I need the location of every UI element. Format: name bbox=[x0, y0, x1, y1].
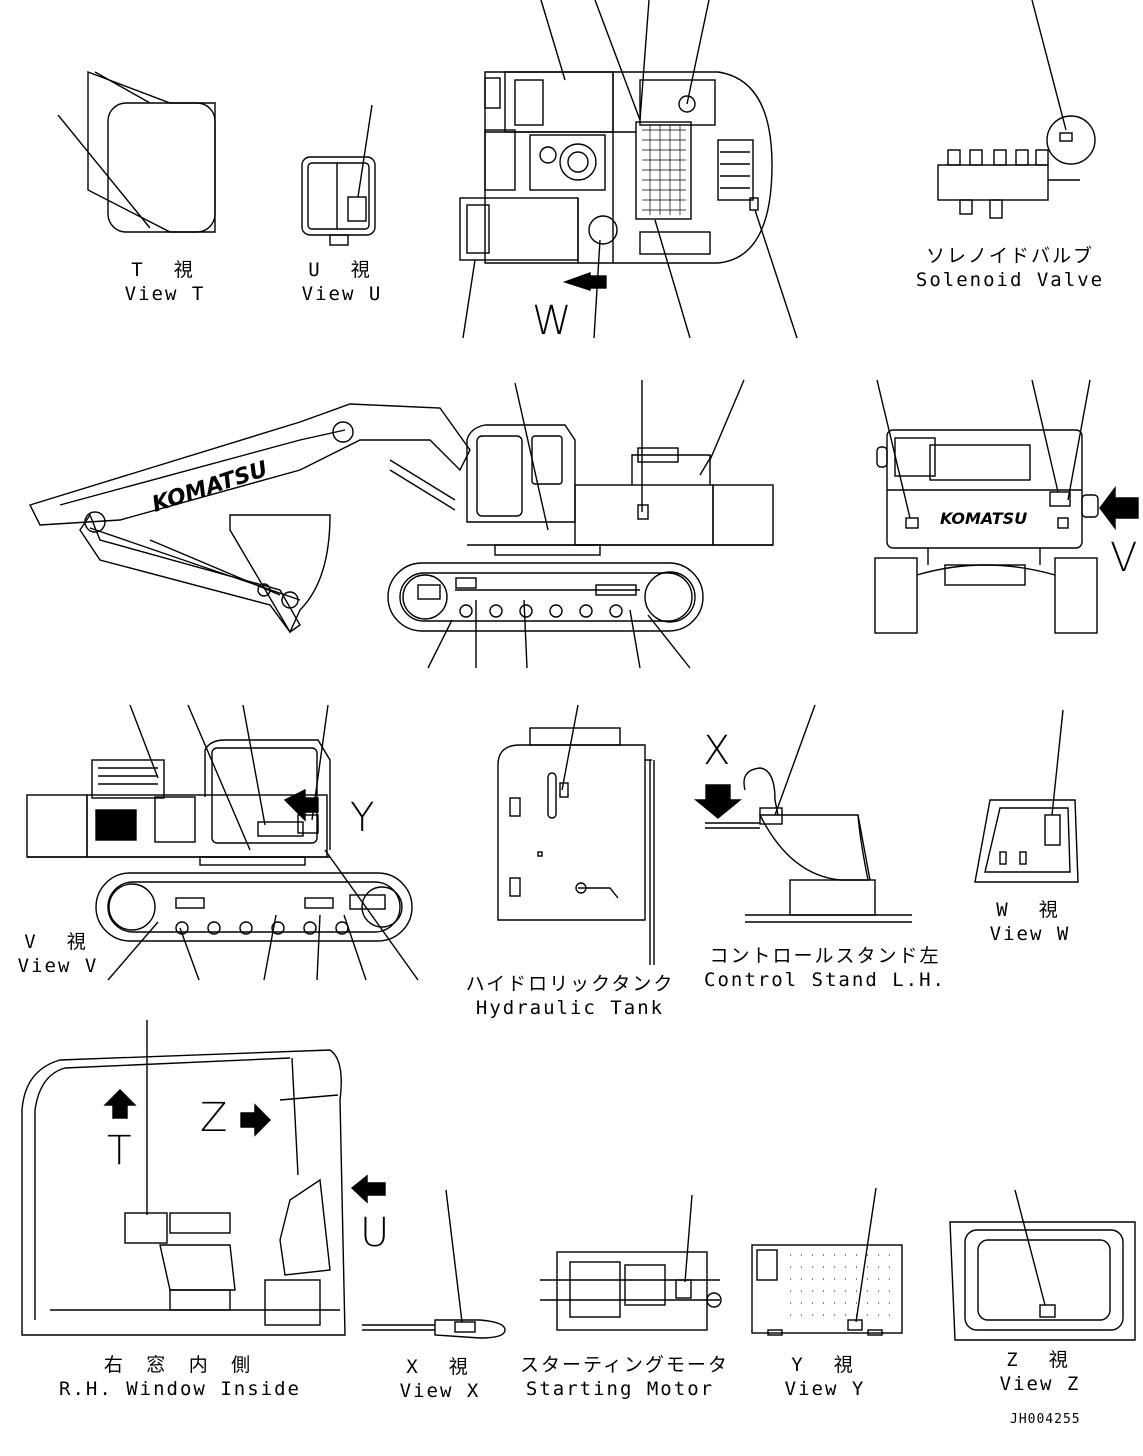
rh-window-label: 右 窓 内 側 R.H. Window Inside bbox=[55, 1353, 305, 1401]
view-t-label-jp: T 視 bbox=[131, 259, 199, 281]
control-stand-label-en: Control Stand L.H. bbox=[704, 969, 946, 991]
view-z-label: Z 視 View Z bbox=[985, 1348, 1095, 1396]
control-stand-label-jp: コントロールスタンド左 bbox=[709, 945, 941, 967]
view-marker-v: V bbox=[1110, 535, 1138, 581]
view-marker-x: X bbox=[703, 728, 731, 774]
rear-brand-logo: KOMATSU bbox=[940, 509, 1027, 528]
view-v-label: V 視 View V bbox=[8, 930, 108, 978]
view-u-label-en: View U bbox=[301, 283, 383, 305]
control-stand-label: コントロールスタンド左 Control Stand L.H. bbox=[700, 944, 950, 992]
control-stand-drawing bbox=[694, 704, 912, 923]
view-y-label: Y 視 View Y bbox=[775, 1353, 875, 1401]
drawing-code: JH004255 bbox=[1010, 1412, 1081, 1427]
view-x-drawing bbox=[362, 1189, 506, 1339]
view-v-label-en: View V bbox=[17, 955, 99, 977]
solenoid-valve-drawing bbox=[937, 0, 1096, 219]
starting-motor-drawing bbox=[540, 1194, 722, 1331]
hydraulic-tank-label-en: Hydraulic Tank bbox=[475, 997, 665, 1019]
view-marker-z: Z bbox=[200, 1095, 228, 1141]
view-w-label: W 視 View W bbox=[975, 898, 1085, 946]
view-u-label-jp: U 視 bbox=[308, 259, 376, 281]
view-x-label: X 視 View X bbox=[390, 1355, 490, 1403]
view-w-label-en: View W bbox=[989, 923, 1071, 945]
view-t-drawing bbox=[57, 70, 216, 233]
hydraulic-tank-drawing bbox=[497, 704, 655, 965]
view-u-drawing bbox=[301, 104, 376, 246]
view-y-label-en: View Y bbox=[784, 1378, 866, 1400]
rh-window-label-en: R.H. Window Inside bbox=[59, 1378, 301, 1400]
view-w-label-jp: W 視 bbox=[996, 899, 1064, 921]
starting-motor-label-jp: スターティングモータ bbox=[520, 1354, 729, 1376]
starting-motor-label-en: Starting Motor bbox=[525, 1378, 715, 1400]
excavator-side-view bbox=[29, 379, 774, 669]
view-x-label-en: View X bbox=[399, 1380, 481, 1402]
view-y-drawing bbox=[751, 1187, 903, 1336]
hydraulic-tank-label: ハイドロリックタンク Hydraulic Tank bbox=[460, 972, 680, 1020]
view-z-label-jp: Z 視 bbox=[1006, 1349, 1074, 1371]
view-u-label: U 視 View U bbox=[282, 258, 402, 306]
rh-window-drawing bbox=[21, 1020, 386, 1336]
boom-brand-logo: KOMATSU bbox=[149, 457, 271, 518]
view-marker-t: T bbox=[107, 1128, 132, 1174]
solenoid-valve-label-jp: ソレノイドバルブ bbox=[925, 245, 1094, 267]
view-marker-w: W bbox=[532, 298, 572, 344]
view-z-label-en: View Z bbox=[999, 1373, 1081, 1395]
view-marker-u: U bbox=[360, 1210, 390, 1256]
view-marker-y: Y bbox=[350, 795, 375, 841]
view-v-drawing bbox=[26, 704, 419, 981]
rh-window-label-jp: 右 窓 内 側 bbox=[103, 1354, 257, 1376]
excavator-rear-view bbox=[874, 379, 1139, 634]
view-v-label-jp: V 視 bbox=[24, 931, 92, 953]
view-x-label-jp: X 視 bbox=[406, 1356, 474, 1378]
view-t-label-en: View T bbox=[124, 283, 206, 305]
solenoid-valve-label-en: Solenoid Valve bbox=[915, 269, 1105, 291]
view-t-label: T 視 View T bbox=[105, 258, 225, 306]
view-w-drawing bbox=[974, 709, 1079, 883]
view-z-drawing bbox=[949, 1189, 1136, 1341]
view-y-label-jp: Y 視 bbox=[791, 1354, 859, 1376]
solenoid-valve-label: ソレノイドバルブ Solenoid Valve bbox=[900, 244, 1120, 292]
hydraulic-tank-label-jp: ハイドロリックタンク bbox=[465, 973, 675, 995]
starting-motor-label: スターティングモータ Starting Motor bbox=[520, 1353, 729, 1401]
top-plan-view bbox=[459, 0, 798, 339]
